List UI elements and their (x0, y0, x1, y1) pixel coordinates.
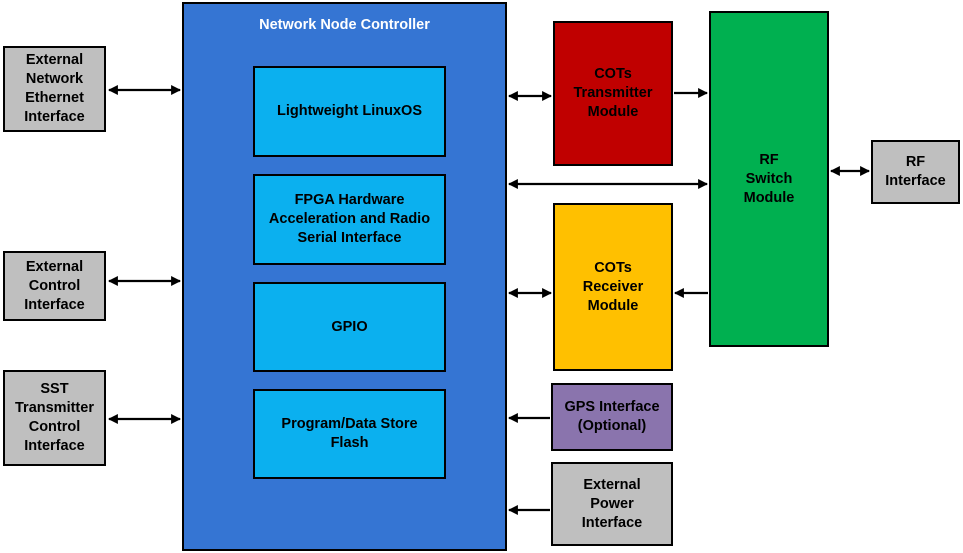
control-label: External Control Interface (24, 258, 85, 313)
flash-label: Program/Data Store Flash (281, 416, 418, 451)
rf-interface: RF Interface (871, 140, 960, 204)
sst-label: SST Transmitter Control Interface (15, 381, 94, 454)
rf-switch-module: RF Switch Module (709, 11, 829, 347)
controller-title: Network Node Controller (259, 17, 430, 33)
gpio-label: GPIO (331, 318, 368, 335)
sst-transmitter-control-interface: SST Transmitter Control Interface (3, 370, 106, 466)
flash-block: Program/Data Store Flash (253, 389, 446, 479)
rf-switch-label: RF Switch Module (743, 151, 795, 206)
external-power-interface: External Power Interface (551, 462, 673, 546)
lightweight-linuxos-block: Lightweight LinuxOS (253, 66, 446, 157)
power-label: External Power Interface (581, 476, 643, 531)
receiver-label: COTs Receiver Module (582, 259, 644, 314)
gpio-block: GPIO (253, 282, 446, 372)
linuxos-label: Lightweight LinuxOS (277, 103, 422, 119)
gps-interface: GPS Interface (Optional) (551, 383, 673, 451)
fpga-block: FPGA Hardware Acceleration and Radio Ser… (253, 174, 446, 265)
rf-interface-label: RF Interface (885, 154, 946, 189)
gps-label: GPS Interface (Optional) (564, 399, 660, 434)
transmitter-label: COTs Transmitter Module (573, 66, 653, 120)
fpga-label: FPGA Hardware Acceleration and Radio Ser… (268, 192, 431, 246)
cots-transmitter-module: COTs Transmitter Module (553, 21, 673, 166)
ethernet-label: External Network Ethernet Interface (24, 52, 85, 125)
external-network-ethernet-interface: External Network Ethernet Interface (3, 46, 106, 132)
cots-receiver-module: COTs Receiver Module (553, 203, 673, 371)
external-control-interface: External Control Interface (3, 251, 106, 321)
